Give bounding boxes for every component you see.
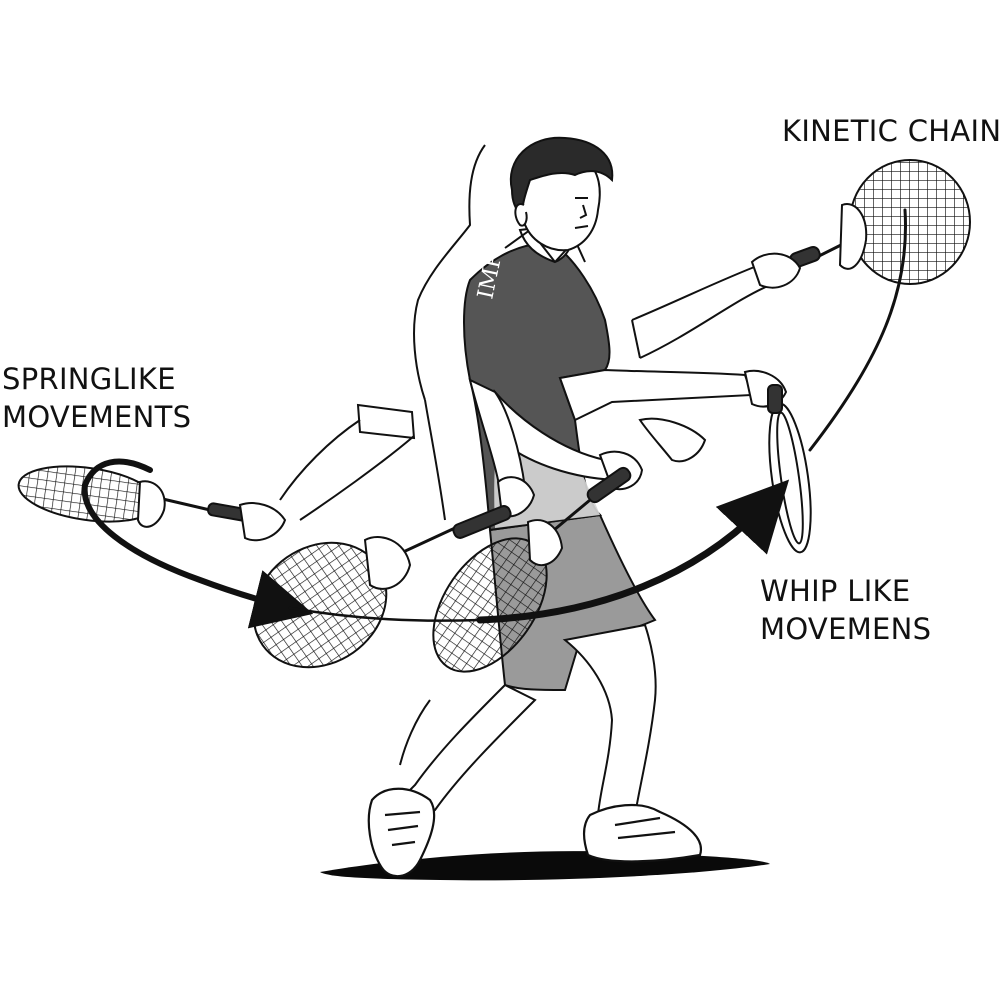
springlike-movements-label: SPRINGLIKE MOVEMENTS <box>2 360 191 436</box>
edge-racket <box>767 384 812 554</box>
follow-through-arm <box>558 368 788 463</box>
whiplike-movements-label: WHIP LIKE MOVEMENS <box>760 572 931 648</box>
kinetic-chain-arrow <box>808 208 908 452</box>
springlike-line-2: MOVEMENTS <box>2 400 192 434</box>
kinetic-chain-label: KINETIC CHAIN <box>782 114 1000 148</box>
swing-arrows <box>81 208 908 629</box>
springlike-arrow <box>81 458 314 629</box>
springlike-line-1: SPRINGLIKE <box>2 362 176 396</box>
mid-racket-2 <box>432 466 632 673</box>
legs <box>398 623 657 816</box>
whip-arrow-thin <box>288 606 482 622</box>
shoes <box>367 787 703 878</box>
whiplike-line-2: MOVEMENS <box>760 612 932 646</box>
whiplike-line-1: WHIP LIKE <box>760 574 911 608</box>
ghost-body <box>279 144 769 521</box>
back-racket <box>17 465 287 542</box>
top-racket <box>750 159 971 289</box>
head <box>509 136 614 252</box>
whip-arrow <box>476 479 790 624</box>
